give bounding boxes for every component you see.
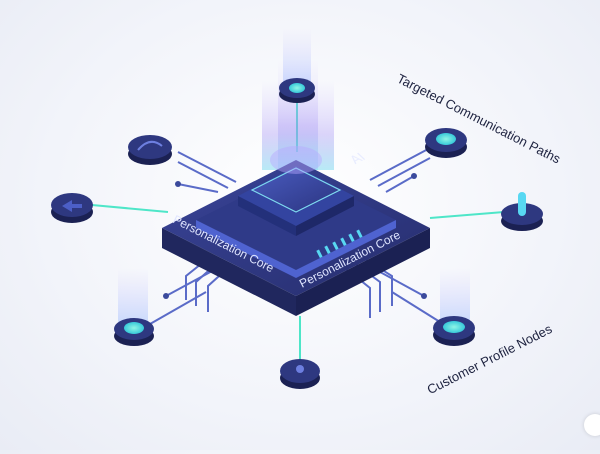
line-upper-right-c (385, 175, 415, 193)
wifi-arc-icon (137, 140, 163, 151)
line-upper-left-c (177, 183, 219, 193)
chip-glow (270, 146, 322, 174)
trace-dot (411, 173, 417, 179)
ring-icon (443, 321, 465, 333)
user-icon (296, 365, 304, 373)
trace-dot (421, 293, 427, 299)
node-upper-left (128, 135, 172, 165)
chip-pins (316, 229, 363, 259)
ring-icon (436, 133, 456, 145)
node-lower-left (114, 318, 154, 346)
line-upper-right-a (369, 147, 431, 181)
line-upper-left-a (177, 151, 237, 183)
beam-lower-left (118, 268, 148, 326)
trace-dot (163, 293, 169, 299)
circle-dot-icon (289, 83, 305, 93)
line-lower-left-a (149, 291, 207, 325)
node-right (501, 192, 543, 231)
line-lower-right-b (379, 271, 425, 297)
line-upper-left-b (177, 161, 229, 189)
beacon-icon (518, 192, 526, 216)
line-lower-right-a (391, 291, 441, 323)
watermark-badge (584, 414, 600, 436)
line-left (91, 204, 169, 213)
line-right (429, 211, 505, 219)
node-left (51, 193, 93, 223)
ring-icon (124, 322, 144, 334)
chip-label: AI (346, 150, 368, 166)
line-upper-right-b (377, 157, 431, 187)
node-bottom (280, 359, 320, 389)
node-lower-right (433, 316, 475, 346)
connection-lines (91, 98, 505, 360)
node-upper-right (425, 128, 467, 158)
ai-chip (238, 146, 354, 236)
trace-dot (175, 181, 181, 187)
node-top (279, 78, 315, 103)
arrow-icon (62, 200, 82, 212)
glow-beams (118, 28, 470, 326)
